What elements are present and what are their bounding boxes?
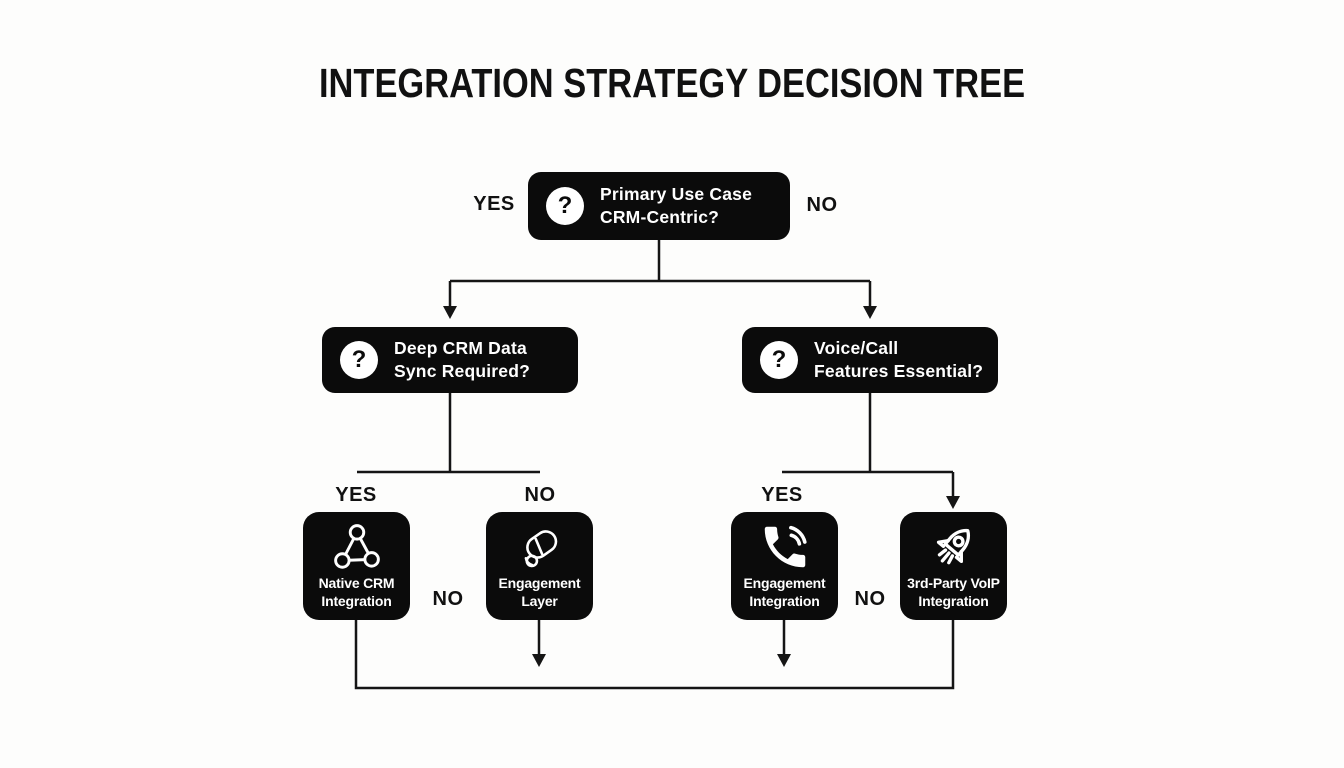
- leaf-third-party-voip-integration: 3rd-Party VoIP Integration: [900, 512, 1007, 620]
- root-no-label: NO: [806, 194, 838, 216]
- node-question-text: Primary Use Case CRM-Centric?: [600, 183, 752, 229]
- leaf-engagement-integration: Engagement Integration: [731, 512, 838, 620]
- megaphone-icon: [524, 530, 557, 568]
- rocket-icon: [936, 528, 970, 565]
- leaf-label: 3rd-Party VoIP Integration: [907, 575, 1000, 609]
- right-branch-yes-label: YES: [761, 484, 803, 506]
- left-branch-yes-label: YES: [335, 484, 377, 506]
- question-line-2: CRM-Centric?: [600, 207, 720, 227]
- leaf-native-crm-integration: Native CRM Integration: [303, 512, 410, 620]
- leaf-label: Native CRM Integration: [318, 575, 395, 609]
- left-branch-no-label: NO: [524, 484, 556, 506]
- question-mark-icon: ?: [546, 187, 584, 225]
- node-voice-call-essential: ? Voice/Call Features Essential?: [742, 327, 998, 393]
- node-question-text: Voice/Call Features Essential?: [814, 337, 983, 383]
- question-mark-icon: ?: [760, 341, 798, 379]
- question-mark-icon: ?: [340, 341, 378, 379]
- leaf-label: Engagement Layer: [498, 575, 581, 609]
- question-line-2: Features Essential?: [814, 361, 984, 381]
- phone-call-icon: [764, 525, 807, 568]
- question-line-2: Sync Required?: [394, 361, 531, 381]
- leaf-engagement-layer: Engagement Layer: [486, 512, 593, 620]
- diagram-title: INTEGRATION STRATEGY DECISION TREE: [318, 60, 1026, 106]
- root-yes-label: YES: [473, 193, 515, 215]
- node-deep-crm-sync: ? Deep CRM Data Sync Required?: [322, 327, 578, 393]
- inner-right-no-label: NO: [854, 588, 886, 610]
- network-nodes-icon: [333, 524, 380, 569]
- leaf-label: Engagement Integration: [743, 575, 826, 609]
- node-primary-use-case: ? Primary Use Case CRM-Centric?: [528, 172, 790, 240]
- question-line-1: Voice/Call: [814, 338, 899, 359]
- question-line-1: Primary Use Case: [600, 184, 753, 205]
- node-question-text: Deep CRM Data Sync Required?: [394, 337, 530, 383]
- question-line-1: Deep CRM Data: [394, 338, 527, 359]
- inner-left-no-label: NO: [432, 588, 464, 610]
